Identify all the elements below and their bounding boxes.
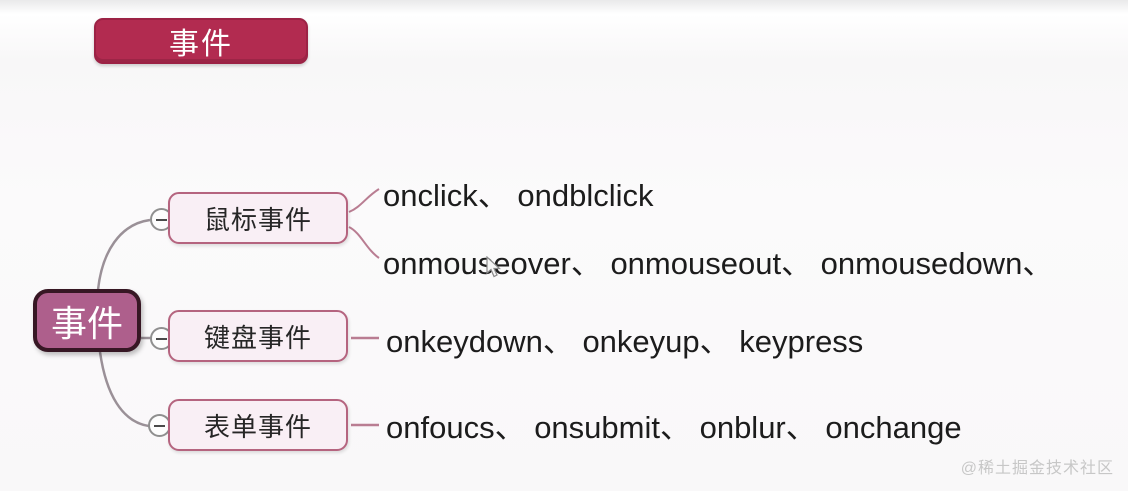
connector-mouse-to-leaf1: [348, 188, 380, 213]
leaf-mouse-events-click[interactable]: onclick、 ondblclick: [383, 178, 654, 213]
branch-label: 键盘事件: [203, 322, 312, 353]
branch-node-keyboard-events[interactable]: 键盘事件: [168, 310, 348, 362]
slide-title-label: 事件: [169, 28, 233, 61]
leaf-form-events[interactable]: onfoucs、 onsubmit、 onblur、 onchange: [386, 410, 962, 445]
minus-glyph: [156, 337, 167, 340]
slide-title-badge: 事件: [94, 18, 308, 64]
watermark: @稀土掘金技术社区: [960, 460, 1114, 477]
leaf-keyboard-events[interactable]: onkeydown、 onkeyup、 keypress: [386, 324, 864, 359]
leaf-mouse-events-move[interactable]: onmouseover、 onmouseout、 onmousedown、: [383, 246, 1054, 281]
branch-node-form-events[interactable]: 表单事件: [168, 399, 348, 451]
connector-root-to-mouse: [96, 218, 151, 291]
minus-glyph: [154, 424, 165, 427]
connector-mouse-to-leaf2: [348, 226, 380, 259]
branch-label: 鼠标事件: [203, 204, 312, 235]
connector-root-to-form: [98, 351, 150, 428]
branch-label: 表单事件: [203, 411, 312, 442]
branch-node-mouse-events[interactable]: 鼠标事件: [168, 192, 348, 244]
mindmap-root-node[interactable]: 事件: [33, 289, 141, 352]
minus-glyph: [156, 218, 167, 221]
root-node-label: 事件: [50, 302, 123, 344]
